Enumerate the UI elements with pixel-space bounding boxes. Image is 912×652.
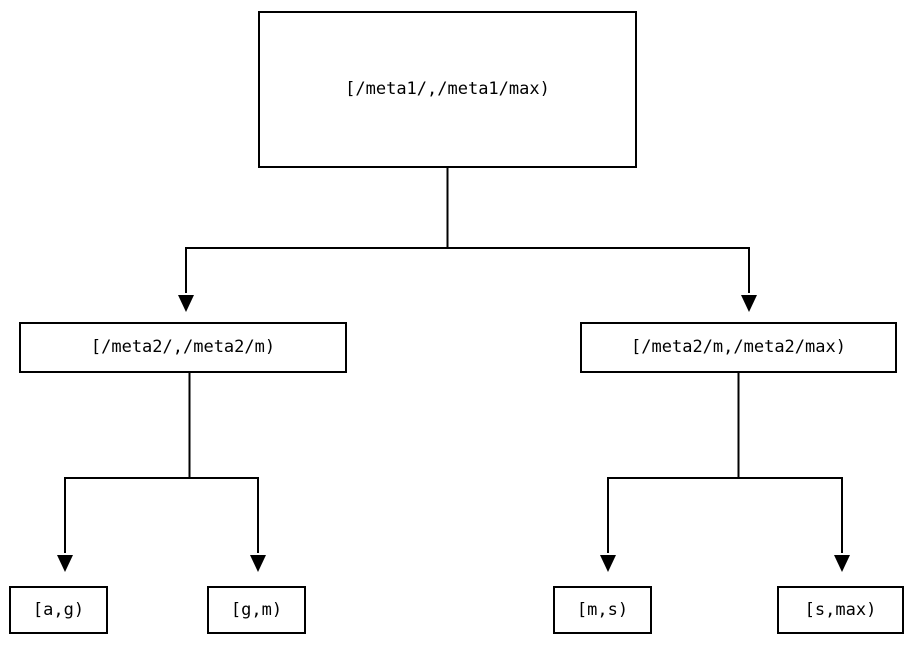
tree-node-label: [a,g) (32, 599, 85, 620)
tree-node-leaf-a-g[interactable]: [a,g) (9, 586, 108, 634)
tree-node-mid-right[interactable]: [/meta2/m,/meta2/max) (580, 322, 897, 373)
tree-node-leaf-g-m[interactable]: [g,m) (207, 586, 306, 634)
arrowhead-mid-left-to-leaf-g-m (250, 555, 266, 572)
tree-node-leaf-m-s[interactable]: [m,s) (553, 586, 652, 634)
tree-node-label: [/meta2/m,/meta2/max) (631, 337, 846, 357)
tree-node-label: [/meta2/,/meta2/m) (90, 337, 276, 357)
arrowhead-mid-right-to-leaf-m-s (600, 555, 616, 572)
tree-node-mid-left[interactable]: [/meta2/,/meta2/m) (19, 322, 347, 373)
tree-node-label: [m,s) (576, 599, 629, 620)
tree-node-label: [s,max) (804, 599, 877, 620)
arrowhead-mid-right-to-leaf-s-max (834, 555, 850, 572)
arrowhead-root-to-mid-left (178, 295, 194, 312)
tree-node-label: [g,m) (230, 599, 283, 620)
tree-node-leaf-s-max[interactable]: [s,max) (777, 586, 904, 634)
arrowhead-mid-left-to-leaf-a-g (57, 555, 73, 572)
tree-node-label: [/meta1/,/meta1/max) (345, 79, 550, 99)
arrowhead-root-to-mid-right (741, 295, 757, 312)
tree-node-root[interactable]: [/meta1/,/meta1/max) (258, 11, 637, 168)
